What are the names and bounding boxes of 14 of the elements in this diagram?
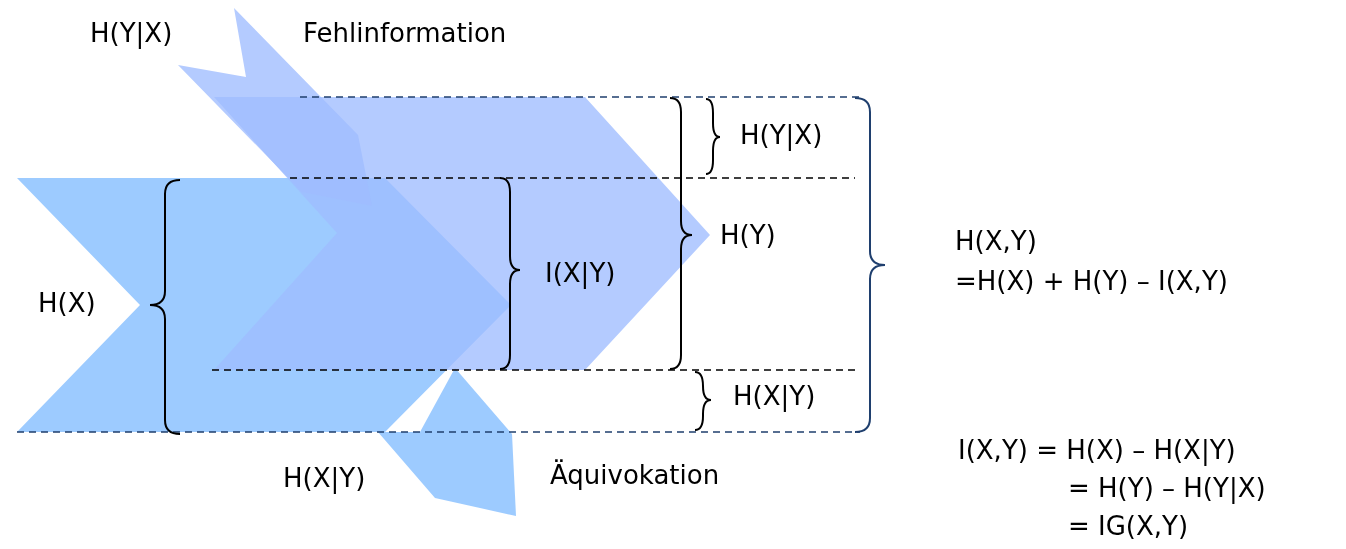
term-label: Fehlinformation [303,18,507,48]
formula-text: =H(X) + H(Y) – I(X,Y) [955,266,1228,296]
formula-text: H(X,Y) [955,226,1037,256]
entropy-label: H(Y) [720,220,776,250]
entropy-label: H(Y|X) [740,120,823,150]
entropy-label: H(X|Y) [733,381,816,411]
entropy-label: I(X|Y) [545,258,616,288]
entropy-label: H(X|Y) [283,463,366,493]
formula-text: I(X,Y) = H(X) – H(X|Y) [958,435,1236,465]
term-label: Äquivokation [550,460,720,490]
entropy-label: H(X) [38,288,96,318]
formula-text: = H(Y) – H(Y|X) [1068,473,1266,503]
formula-text: = IG(X,Y) [1068,511,1189,541]
entropy-label: H(Y|X) [90,18,173,48]
